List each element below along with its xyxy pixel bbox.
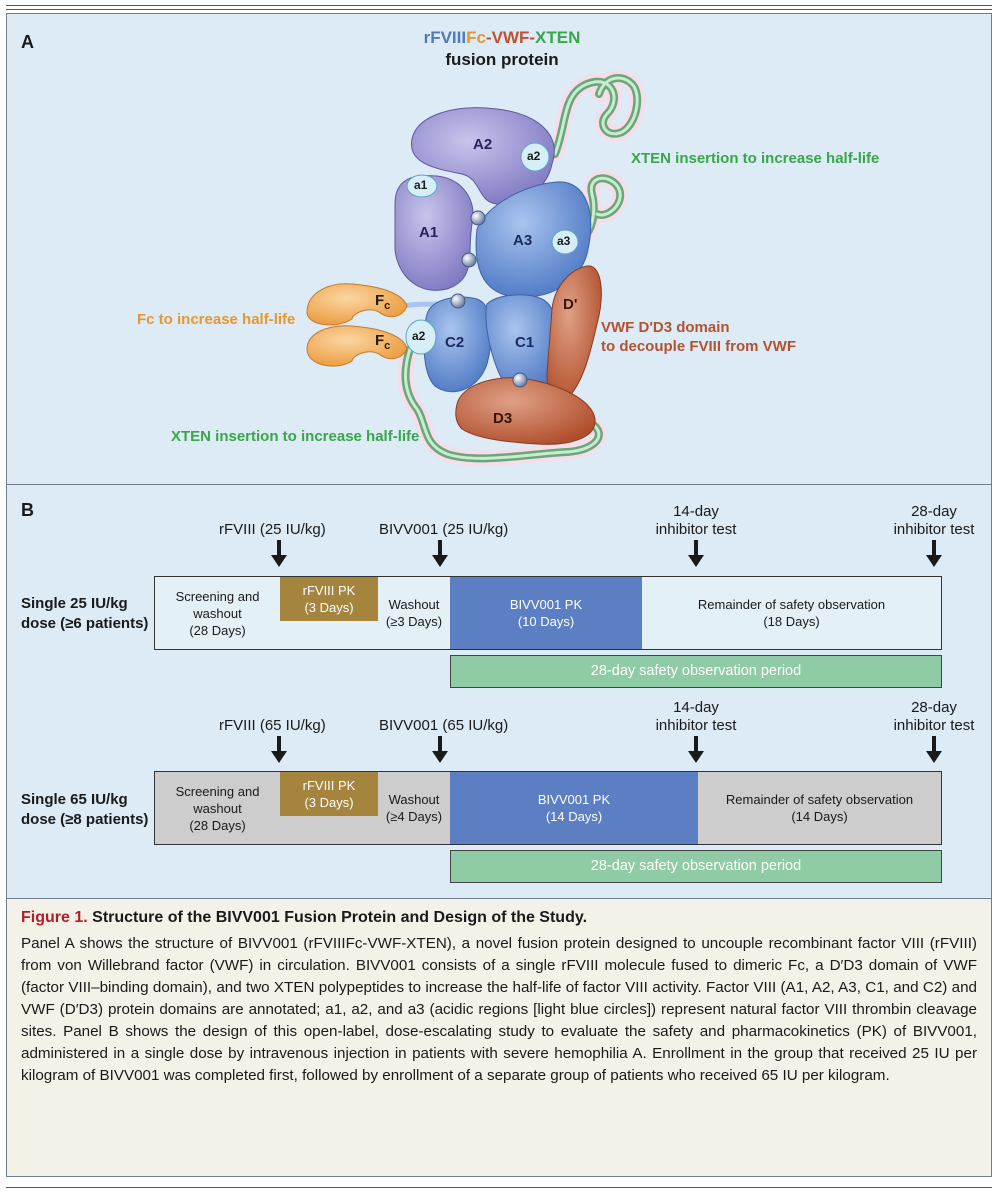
label-c1: C1	[515, 334, 535, 351]
row2-rfviii-pk-box: rFVIII PK (3 Days)	[280, 771, 378, 816]
label-c2: C2	[445, 334, 465, 351]
top-rule-inner	[6, 9, 992, 10]
panel-b: B rFVIII (25 IU/kg) BIVV001 (25 IU/kg) 1…	[6, 485, 992, 899]
xten-bottom-callout: XTEN insertion to increase half-life	[171, 428, 420, 445]
panel-b-letter: B	[21, 500, 34, 520]
row1-inhibitor14-line2: inhibitor test	[655, 521, 737, 538]
row2-rfviii-marker: rFVIII (65 IU/kg)	[219, 717, 326, 734]
row1-remainder-box: Remainder of safety observation (18 Days…	[642, 576, 942, 650]
row1-rfviii-pk-tail	[280, 621, 378, 650]
timeline-arrows	[271, 540, 942, 763]
caption-title: Figure 1. Structure of the BIVV001 Fusio…	[21, 907, 977, 929]
label-a1: A1	[419, 224, 439, 241]
label-a2-acidic: a2	[527, 149, 541, 163]
a2-bottom-acidic-circle	[405, 319, 437, 355]
label-fc-bottom: Fc	[375, 332, 391, 352]
a1-acidic-circle	[406, 174, 438, 198]
label-a2: A2	[473, 136, 493, 153]
vwf-callout-line2: to decouple FVIII from VWF	[601, 338, 796, 355]
row2-remainder-box: Remainder of safety observation (14 Days…	[698, 771, 942, 845]
row1-bivv-marker: BIVV001 (25 IU/kg)	[379, 521, 509, 538]
fc-callout: Fc to increase half-life	[137, 311, 296, 328]
title-part-fc: Fc	[466, 28, 486, 47]
label-d3: D3	[493, 410, 513, 427]
a2-top-acidic-circle	[520, 142, 550, 172]
row2-inhibitor28-line2: inhibitor test	[893, 717, 975, 734]
row1-inhibitor28-line2: inhibitor test	[893, 521, 975, 538]
row1-screening-box: Screening and washout (28 Days)	[154, 576, 280, 650]
row1-inhibitor14-line1: 14-day	[673, 503, 719, 520]
fc-domain-top	[306, 283, 408, 326]
panel-a-letter: A	[21, 32, 34, 52]
row2-inhibitor28-line1: 28-day	[911, 699, 957, 716]
caption-title-text: Structure of the BIVV001 Fusion Protein …	[92, 909, 588, 926]
a3-acidic-circle	[551, 229, 579, 255]
title-part-xten: XTEN	[535, 28, 581, 47]
caption-body: Panel A shows the structure of BIVV001 (…	[21, 935, 977, 1084]
row1-rfviii-pk-box: rFVIII PK (3 Days)	[280, 576, 378, 621]
xten-top-callout: XTEN insertion to increase half-life	[631, 150, 880, 167]
d3-domain	[455, 377, 596, 445]
label-a2-acidic-bottom: a2	[412, 329, 426, 343]
row1-safety-period-bar: 28-day safety observation period	[450, 655, 942, 688]
title-part-rfviii: rFVIII	[423, 28, 467, 47]
row1-inhibitor28-line1: 28-day	[911, 503, 957, 520]
row2-label-line1: Single 65 IU/kg	[21, 791, 128, 808]
row2-screening-box: Screening and washout (28 Days)	[154, 771, 280, 845]
label-fc-top: Fc	[375, 292, 391, 312]
vwf-callout-line1: VWF D'D3 domain	[601, 319, 730, 336]
a3-domain	[475, 181, 592, 298]
row2-safety-period-bar: 28-day safety observation period	[450, 850, 942, 883]
panel-a: A rFVIIIFc-VWF-XTEN fusion protein	[6, 13, 992, 485]
row2-label-line2: dose (≥8 patients)	[21, 811, 149, 828]
row2-inhibitor14-line2: inhibitor test	[655, 717, 737, 734]
protein-subtitle: fusion protein	[445, 50, 559, 69]
row1-bivv-pk-box: BIVV001 PK (10 Days)	[450, 576, 642, 650]
row1-label-line2: dose (≥6 patients)	[21, 615, 149, 632]
row1-washout-box: Washout (≥3 Days)	[378, 576, 450, 650]
top-rule	[6, 5, 992, 6]
row1-rfviii-marker: rFVIII (25 IU/kg)	[219, 521, 326, 538]
row2-rfviii-pk-tail	[280, 816, 378, 845]
row2-bivv-pk-box: BIVV001 PK (14 Days)	[450, 771, 698, 845]
bottom-rule	[6, 1187, 992, 1188]
protein-title: rFVIIIFc-VWF-XTEN	[407, 28, 597, 48]
label-a1-acidic: a1	[414, 178, 428, 192]
row2-inhibitor14-line1: 14-day	[673, 699, 719, 716]
figure-caption: Figure 1. Structure of the BIVV001 Fusio…	[6, 899, 992, 1177]
row2-washout-box: Washout (≥4 Days)	[378, 771, 450, 845]
row2-bivv-marker: BIVV001 (65 IU/kg)	[379, 717, 509, 734]
label-a3: A3	[513, 232, 533, 249]
title-part-vwf: -VWF-	[485, 28, 536, 47]
label-d-prime: D'	[563, 296, 578, 313]
row1-label-line1: Single 25 IU/kg	[21, 595, 128, 612]
protein-structure-diagram	[306, 70, 646, 467]
caption-figure-label: Figure 1.	[21, 909, 88, 926]
fc-domain-bottom	[306, 325, 408, 367]
label-a3-acidic: a3	[557, 234, 571, 248]
